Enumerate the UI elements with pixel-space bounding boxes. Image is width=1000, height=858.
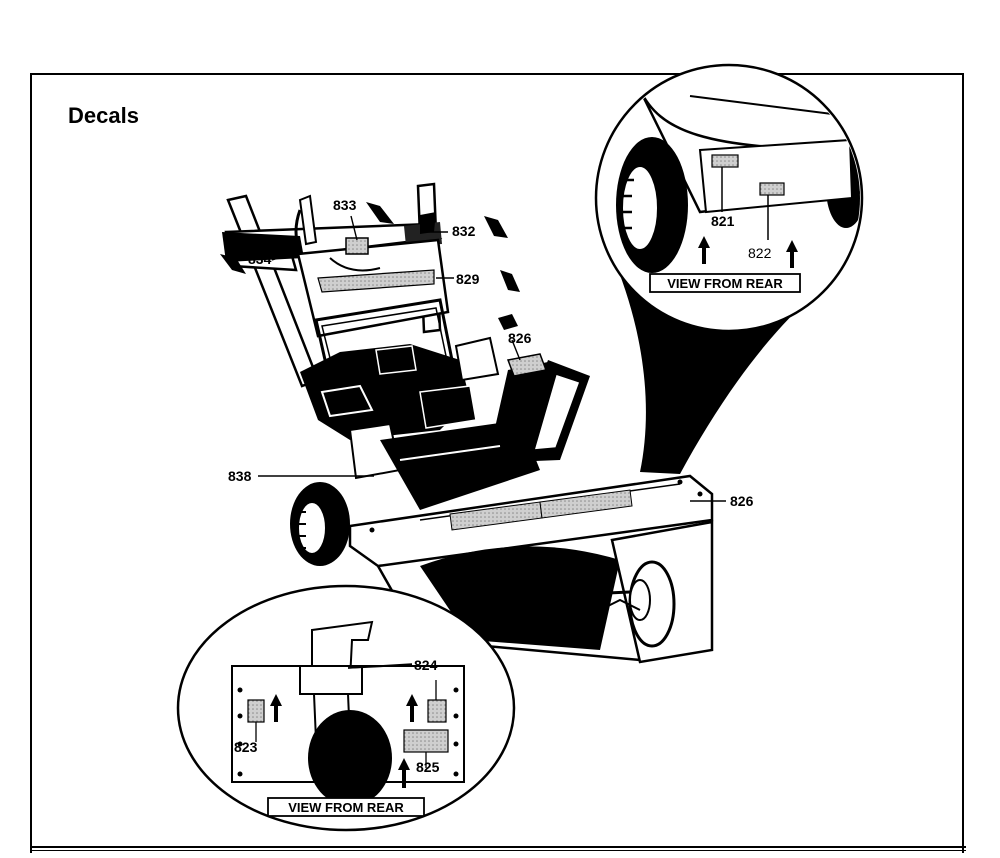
callout-826-lower: 826 xyxy=(730,493,754,509)
callout-832: 832 xyxy=(452,223,476,239)
callout-826-upper: 826 xyxy=(508,330,532,346)
callout-823: 823 xyxy=(234,739,258,755)
engine xyxy=(300,336,500,480)
figure-title: Decals xyxy=(68,103,139,128)
view-label-top: VIEW FROM REAR xyxy=(667,276,783,291)
callout-834: 834 xyxy=(248,251,272,267)
wheel xyxy=(290,482,350,566)
inset-top-view: VIEW FROM REAR xyxy=(594,63,864,333)
callout-838: 838 xyxy=(228,468,252,484)
bottom-rule xyxy=(30,846,966,851)
inset-bottom-view: VIEW FROM REAR xyxy=(176,584,516,832)
figure-frame xyxy=(30,73,964,853)
callout-822: 822 xyxy=(748,245,772,261)
view-label-box-top xyxy=(649,273,801,293)
view-label-box-bottom xyxy=(267,797,425,817)
callout-829: 829 xyxy=(456,271,480,287)
callout-824: 824 xyxy=(414,657,438,673)
view-label-bottom: VIEW FROM REAR xyxy=(288,800,404,815)
leader-lines xyxy=(258,215,726,669)
callout-833: 833 xyxy=(333,197,357,213)
arrow-markers xyxy=(220,202,520,330)
snowblower-illustration xyxy=(220,182,714,664)
callout-825: 825 xyxy=(416,759,440,775)
callout-821: 821 xyxy=(711,213,735,229)
